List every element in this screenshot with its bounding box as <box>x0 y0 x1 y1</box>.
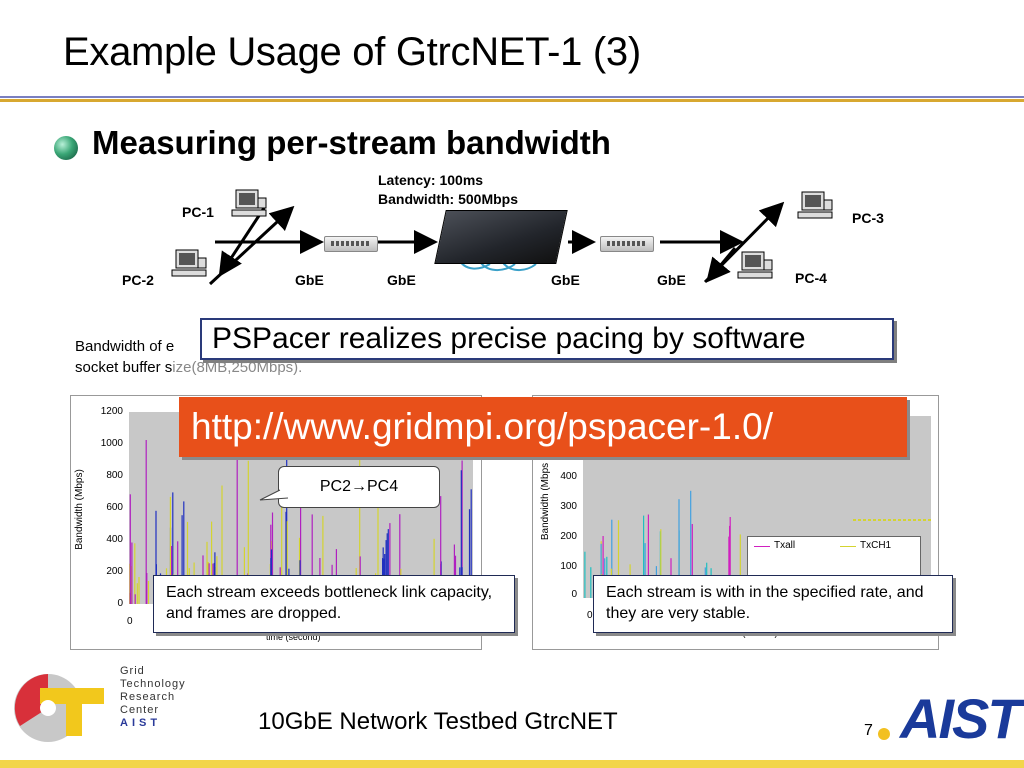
gtrc-line: Research <box>120 691 176 703</box>
right-chart-ylabel: Bandwidth (Mbps <box>540 462 552 541</box>
ytick: 300 <box>560 501 577 512</box>
gtrc-line: Center <box>120 704 160 716</box>
bandwidth-label: Bandwidth: 500Mbps <box>378 191 519 207</box>
gtrc-line: AIST <box>120 717 162 729</box>
description-line2-fragment: ize(8MB,250Mbps). <box>172 359 303 376</box>
pc2-pc4-callout: PC2→PC4 <box>278 466 440 508</box>
switch-icon <box>600 236 654 252</box>
ytick: 600 <box>106 502 123 513</box>
arrow-to-pc4 <box>706 247 737 283</box>
ytick: 1000 <box>100 438 123 449</box>
page-title: Example Usage of GtrcNET-1 (3) <box>63 30 641 74</box>
description-line2-start: socket buffer s <box>75 359 173 376</box>
description-line1-end: / <box>893 338 898 355</box>
pc2-label: PC-2 <box>122 272 154 288</box>
gtrc-logo <box>14 674 104 742</box>
description-line1-start: Bandwidth of e <box>75 338 175 355</box>
gtrc-logo-text: Grid Technology Research Center AIST <box>120 665 186 730</box>
network-topology: PC-1 PC-2 PC-3 PC-4 GbE GbE GbE GbE Late… <box>0 160 1024 320</box>
pc3-computer-icon <box>797 191 833 219</box>
ytick: 100 <box>560 561 577 572</box>
footer-strip <box>0 760 1024 768</box>
gtrc-line: Grid <box>120 665 145 677</box>
gtrcnet-device-icon <box>434 210 568 264</box>
xtick: 0 <box>587 610 593 621</box>
pc3-label: PC-3 <box>852 210 884 226</box>
right-chart-legend: Txall TxCH1 <box>747 536 921 578</box>
description-text: Bandwidth of e / socket buffer size(8MB,2… <box>75 336 905 378</box>
legend-label: TxCH1 <box>860 540 892 551</box>
ytick: 0 <box>571 589 577 600</box>
gbe-label: GbE <box>551 272 580 288</box>
pc2-computer-icon <box>171 249 207 277</box>
xtick: 0 <box>127 616 133 627</box>
bullet-heading: Measuring per-stream bandwidth <box>92 124 611 161</box>
pc1-label: PC-1 <box>182 204 214 220</box>
right-chart-yaxis: 400 300 200 100 0 <box>543 471 577 601</box>
legend-label: Txall <box>774 540 796 551</box>
ytick: 0 <box>117 598 123 609</box>
pspacer-callout: PSPacer realizes precise pacing by softw… <box>200 318 894 360</box>
gbe-label: GbE <box>657 272 686 288</box>
aist-logo: AIST <box>900 687 1022 750</box>
gtrc-line: Technology <box>120 678 186 690</box>
left-note: Each stream exceeds bottleneck link capa… <box>153 575 515 633</box>
left-chart-xlabel: time (second) <box>266 632 321 642</box>
ytick: 200 <box>106 566 123 577</box>
latency-label: Latency: 100ms <box>378 172 484 188</box>
pspacer-url-link[interactable]: http://www.gridmpi.org/pspacer-1.0/ <box>179 397 907 457</box>
footer-text: 10GbE Network Testbed GtrcNET <box>258 708 618 735</box>
page-number: 7 <box>864 722 873 739</box>
ytick: 1200 <box>100 406 123 417</box>
page-dot-icon <box>878 728 890 740</box>
pc4-label: PC-4 <box>795 270 827 286</box>
right-note: Each stream is with in the specified rat… <box>593 575 953 633</box>
legend-swatch <box>754 546 770 547</box>
ytick: 400 <box>106 534 123 545</box>
callout-pointer <box>259 489 289 501</box>
left-chart-yaxis: 1200 1000 800 600 400 200 0 <box>89 406 123 609</box>
bullet-globe-icon <box>54 136 78 160</box>
pc1-computer-icon <box>231 189 267 217</box>
arrow-pc1-to-hub <box>218 207 266 278</box>
legend-swatch <box>840 546 856 547</box>
switch-icon <box>324 236 378 252</box>
right-chart-xlabel: time (second) <box>723 628 778 638</box>
ytick: 200 <box>560 531 577 542</box>
gbe-label: GbE <box>387 272 416 288</box>
left-chart-ylabel: Bandwidth (Mbps) <box>73 469 85 550</box>
gbe-label: GbE <box>295 272 324 288</box>
ytick: 800 <box>106 470 123 481</box>
title-divider <box>0 96 1024 102</box>
pc4-computer-icon <box>737 251 773 279</box>
ytick: 400 <box>560 471 577 482</box>
